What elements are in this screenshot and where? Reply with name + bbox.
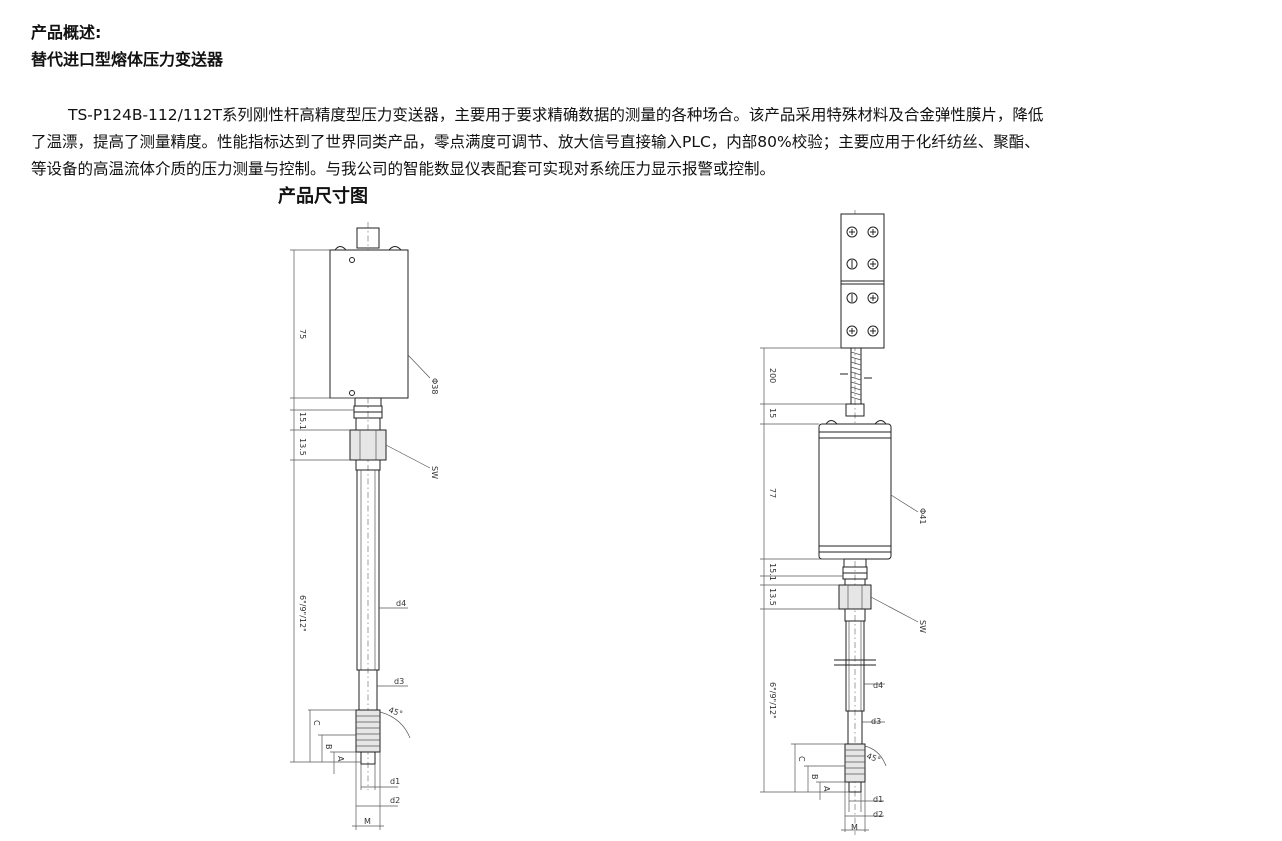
left-dim-75: 75 [298, 329, 307, 339]
right-dia-body: Φ41 [918, 508, 927, 524]
right-c: C [797, 756, 806, 762]
right-angle: 45° [865, 751, 881, 764]
right-dim-15: 15 [768, 408, 777, 418]
right-b: B [810, 774, 819, 780]
right-housing [818, 423, 892, 560]
right-dim-13-5: 13.5 [768, 588, 777, 606]
left-angle: 45° [387, 705, 403, 718]
right-d4: d4 [873, 681, 883, 690]
left-sw: SW [430, 466, 439, 479]
left-b: B [324, 744, 333, 750]
left-dim-length: 6"/9"/12" [298, 595, 307, 632]
right-d3: d3 [871, 717, 881, 726]
overview-label: 产品概述: [31, 23, 102, 42]
left-dia-body: Φ38 [430, 378, 439, 394]
left-housing [329, 249, 409, 399]
left-c: C [312, 720, 321, 726]
left-dim-13-5: 13.5 [298, 438, 307, 456]
right-sw: SW [918, 620, 927, 633]
right-d2: d2 [873, 810, 883, 819]
left-a: A [336, 756, 345, 762]
right-d1: d1 [873, 795, 883, 804]
description-line-1: TS-P124B-112/112T系列刚性杆高精度型压力变送器，主要用于要求精确… [68, 106, 1044, 124]
product-title: 替代进口型熔体压力变送器 [31, 50, 224, 69]
left-d2: d2 [390, 796, 400, 805]
left-hex-nut [349, 429, 387, 461]
right-dim-200: 200 [768, 368, 777, 383]
left-d1: d1 [390, 777, 400, 786]
right-dim-length: 6"/9"/12" [768, 682, 777, 719]
right-transmitter-drawing [760, 210, 919, 835]
left-d3: d3 [394, 677, 404, 686]
left-d4: d4 [396, 599, 406, 608]
description-line-3: 等设备的高温流体介质的压力测量与控制。与我公司的智能数显仪表配套可实现对系统压力… [31, 160, 776, 178]
right-a: A [822, 786, 831, 792]
right-hex-nut [838, 584, 872, 610]
left-dim-15-1: 15.1 [298, 412, 307, 430]
left-transmitter-drawing [290, 222, 431, 830]
right-dim-77: 77 [768, 488, 777, 498]
terminal-screw-icon [846, 226, 879, 337]
left-m: M [364, 817, 371, 826]
right-dim-15-1: 15.1 [768, 563, 777, 581]
right-m: M [851, 823, 858, 832]
description-line-2: 了温漂，提高了测量精度。性能指标达到了世界同类产品，零点满度可调节、放大信号直接… [31, 133, 1040, 151]
dimension-drawing-heading: 产品尺寸图 [278, 186, 368, 207]
